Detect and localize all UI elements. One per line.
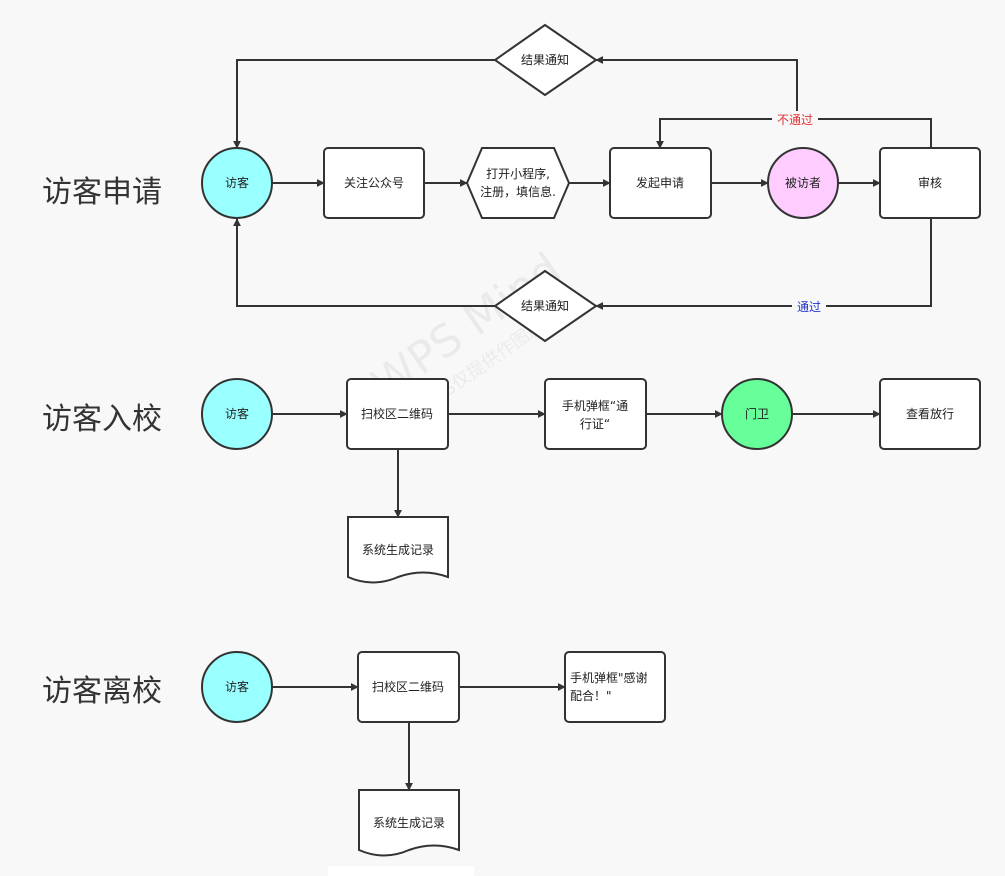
node-miniapp-label-1: 打开小程序, (486, 166, 550, 181)
node-follow: 关注公众号 (323, 147, 425, 219)
node-enter-scan-label: 扫校区二维码 (361, 406, 433, 421)
node-guard: 门卫 (721, 378, 793, 450)
node-enter-popup-label-1: 手机弹框“通 (562, 399, 628, 413)
node-review-label: 审核 (918, 175, 942, 190)
node-leave-visitor: 访客 (201, 651, 273, 723)
node-notify-top-label: 结果通知 (521, 53, 569, 67)
section-title-leave: 访客离校 (42, 674, 162, 709)
node-leave-record-label: 系统生成记录 (373, 816, 445, 830)
edge-review-to-notify-top (595, 56, 798, 119)
node-enter-record: 系统生成记录 (347, 516, 449, 584)
fail-label: 不通过 (777, 113, 813, 127)
node-release: 查看放行 (879, 378, 981, 450)
node-host-label: 被访者 (785, 176, 821, 190)
node-review: 审核 (879, 147, 981, 219)
node-follow-label: 关注公众号 (344, 175, 404, 190)
node-leave-record: 系统生成记录 (358, 789, 460, 857)
apply-edges (233, 56, 932, 310)
node-notify-bottom-label: 结果通知 (521, 299, 569, 313)
edge-notify-top-to-visitor (233, 59, 495, 149)
node-guard-label: 门卫 (745, 406, 769, 421)
node-leave-visitor-label: 访客 (225, 679, 249, 694)
section-title-enter: 访客入校 (42, 402, 162, 437)
node-host: 被访者 (767, 147, 839, 219)
node-leave-popup-label-1: 手机弹框"感谢 (570, 670, 648, 685)
node-leave-scan: 扫校区二维码 (357, 651, 460, 723)
node-apply-visitor-label: 访客 (225, 175, 249, 190)
node-notify-bottom: 结果通知 (493, 269, 598, 343)
node-apply-visitor: 访客 (201, 147, 273, 219)
node-submit-label: 发起申请 (636, 175, 684, 190)
bottom-strip (328, 866, 474, 876)
enter-edges (273, 410, 881, 518)
edge-review-pass-to-notify-bottom (595, 218, 932, 310)
node-enter-record-label: 系统生成记录 (362, 543, 434, 557)
pass-label-bg (792, 298, 826, 314)
node-notify-top: 结果通知 (493, 23, 598, 97)
section-title-apply: 访客申请 (42, 175, 162, 210)
node-release-label: 查看放行 (906, 406, 954, 421)
leave-edges (273, 683, 566, 791)
node-enter-visitor: 访客 (201, 378, 273, 450)
node-leave-popup-label-2: 配合！" (570, 688, 612, 703)
pass-label: 通过 (797, 300, 821, 314)
node-miniapp-label-2: 注册，填信息. (480, 184, 556, 199)
node-enter-visitor-label: 访客 (225, 406, 249, 421)
fail-label-bg (772, 111, 818, 127)
node-miniapp: 打开小程序, 注册，填信息. (465, 147, 571, 219)
node-leave-scan-label: 扫校区二维码 (372, 679, 444, 694)
node-enter-popup: 手机弹框“通 行证“ (544, 378, 647, 450)
edge-notify-bottom-to-visitor (233, 218, 495, 307)
node-leave-popup: 手机弹框"感谢 配合！" (564, 651, 666, 723)
node-enter-popup-label-2: 行证“ (580, 417, 610, 431)
node-enter-scan: 扫校区二维码 (346, 378, 449, 450)
node-submit: 发起申请 (609, 147, 712, 219)
